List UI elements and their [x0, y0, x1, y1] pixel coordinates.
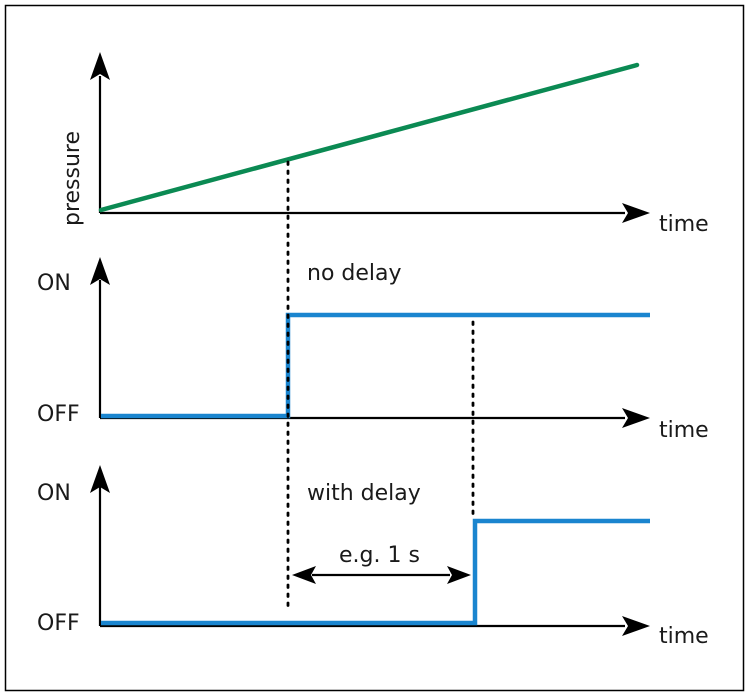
pressure-panel: pressure time [60, 52, 709, 237]
on-label-2: ON [37, 481, 71, 506]
off-label-2: OFF [37, 611, 80, 636]
no-delay-x-arrowhead [622, 408, 650, 428]
pressure-ramp-line [98, 62, 640, 213]
with-delay-label: with delay [307, 481, 421, 506]
time-axis-label-2: time [659, 418, 709, 443]
on-label-1: ON [37, 271, 71, 296]
with-delay-y-arrowhead [90, 465, 110, 493]
with-delay-panel: ON OFF with delay time e.g. 1 s [37, 465, 709, 649]
no-delay-panel: ON OFF no delay time [37, 257, 709, 443]
pressure-x-arrowhead [622, 203, 650, 223]
delay-example-label: e.g. 1 s [339, 543, 420, 568]
off-label-1: OFF [37, 402, 80, 427]
delay-arrowhead-right [447, 566, 471, 584]
no-delay-signal-line [101, 312, 650, 419]
no-delay-label: no delay [307, 261, 402, 286]
pressure-axis-label: pressure [60, 131, 85, 226]
pressure-y-arrowhead [90, 52, 110, 80]
with-delay-signal-line [101, 518, 650, 626]
time-axis-label-1: time [659, 212, 709, 237]
time-axis-label-3: time [659, 624, 709, 649]
no-delay-y-arrowhead [90, 257, 110, 285]
delay-arrowhead-left [292, 566, 316, 584]
diagram-frame [4, 4, 745, 692]
with-delay-x-arrowhead [622, 616, 650, 636]
